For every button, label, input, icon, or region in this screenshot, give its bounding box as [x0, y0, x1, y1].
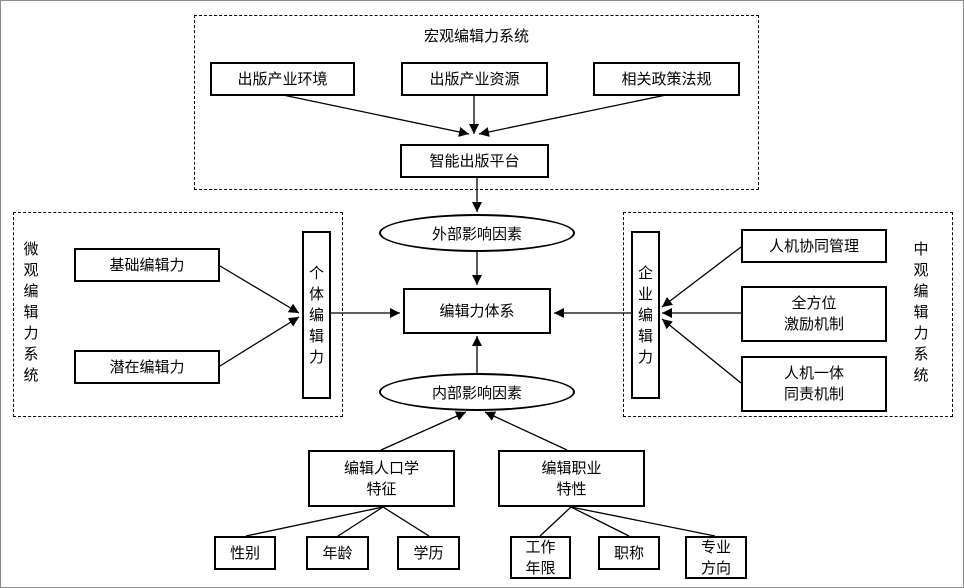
publishing-resources-box: 出版产业资源 — [401, 62, 548, 96]
professional-traits-box: 编辑职业 特性 — [498, 450, 645, 507]
enterprise-editing-box: 企业编辑力 — [631, 231, 660, 399]
line-professional-major — [570, 506, 716, 537]
micro-system-region — [13, 212, 343, 417]
arrow-env-to-platform — [282, 94, 470, 137]
shared-responsibility-box: 人机一体 同责机制 — [741, 356, 887, 412]
editing-capability-system-box: 编辑力体系 — [403, 288, 551, 334]
individual-editing-box: 个体编辑力 — [302, 231, 331, 399]
education-box: 学历 — [397, 536, 460, 570]
age-box: 年龄 — [306, 536, 369, 570]
arrow-demographics-to-internal — [380, 411, 467, 451]
meso-system-region — [623, 212, 953, 417]
job-title-box: 职称 — [598, 536, 660, 570]
macro-system-title: 宏观编辑力系统 — [423, 27, 529, 45]
latent-editing-box: 潜在编辑力 — [74, 350, 220, 384]
work-years-box: 工作 年限 — [510, 536, 571, 579]
line-demographics-age — [337, 506, 384, 537]
arrow-professional-to-internal — [484, 411, 568, 451]
line-professional-years — [539, 506, 572, 537]
line-demographics-gender — [245, 506, 384, 537]
arrow-responsibility-to-enterprise — [661, 318, 742, 384]
line-demographics-education — [382, 506, 430, 537]
major-direction-box: 专业 方向 — [685, 536, 747, 579]
arrow-latent-to-individual — [219, 316, 300, 367]
line-professional-title — [570, 506, 630, 537]
basic-editing-box: 基础编辑力 — [74, 248, 220, 282]
policies-regulations-box: 相关政策法规 — [593, 62, 740, 96]
smart-publishing-platform-box: 智能出版平台 — [400, 144, 549, 178]
demographics-box: 编辑人口学 特征 — [308, 450, 455, 507]
arrow-basic-to-individual — [219, 265, 300, 314]
internal-factors-ellipse: 内部影响因素 — [379, 373, 575, 411]
meso-system-title: 中观编辑力系统 — [913, 240, 929, 384]
incentive-mechanism-box: 全方位 激励机制 — [741, 286, 887, 342]
macro-system-region — [194, 15, 759, 190]
individual-editing-label: 个体编辑力 — [308, 263, 324, 366]
gender-box: 性别 — [214, 536, 276, 570]
external-factors-ellipse: 外部影响因素 — [379, 214, 575, 252]
enterprise-editing-label: 企业编辑力 — [637, 263, 653, 366]
arrow-collab-to-enterprise — [661, 246, 742, 308]
human-machine-collaboration-box: 人机协同管理 — [741, 229, 887, 263]
publishing-environment-box: 出版产业环境 — [210, 62, 355, 96]
micro-system-title: 微观编辑力系统 — [23, 240, 39, 384]
arrow-policy-to-platform — [478, 94, 667, 137]
